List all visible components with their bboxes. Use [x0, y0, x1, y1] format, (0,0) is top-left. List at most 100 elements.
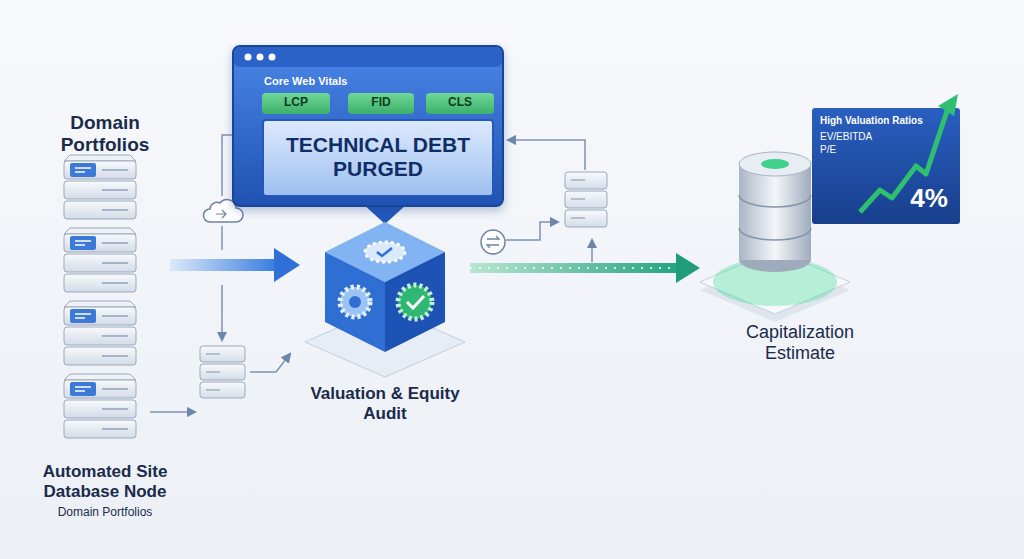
flow-arrow [170, 259, 274, 271]
server-stack-shape [70, 382, 96, 396]
server-stack-shape [40, 112, 170, 522]
server-stack-shape [64, 327, 136, 345]
server-stack-shape [64, 254, 136, 272]
server-stack-shape [102, 315, 128, 317]
server-small [206, 354, 220, 390]
server-stack-shape [70, 236, 96, 250]
server-stack-shape [102, 408, 128, 410]
browser-panel-shape [257, 54, 264, 61]
server-stack-shape [102, 189, 128, 191]
sync-icon [481, 230, 505, 254]
leader-lines [591, 240, 593, 262]
leader-lines [508, 140, 585, 170]
ratio-panel-shape [938, 94, 958, 116]
node-label: FID [348, 96, 414, 110]
audit-cube-shape [385, 252, 445, 352]
server-stack-shape [64, 234, 136, 252]
database-cylinder-shape [739, 164, 811, 260]
audit-cube-shape [377, 248, 392, 256]
server-stack-shape [75, 168, 91, 172]
sync-icon [487, 236, 499, 248]
server-stack-shape [64, 347, 136, 365]
sync-icon [481, 230, 505, 254]
server-stack-shape [102, 428, 128, 430]
leader-lines [506, 222, 558, 240]
browser-panel: Core Web VitalsLCP FID CLS TECHNICAL DEBT P… [232, 45, 504, 207]
server-stack-shape [102, 242, 128, 244]
node-label: Core Web Vitals [264, 75, 464, 88]
node-label: High Valuation Ratios [820, 115, 955, 127]
server-small [565, 172, 607, 227]
node-label: TECHNICAL DEBT PURGED [268, 133, 488, 181]
server-small [571, 180, 585, 218]
flow-arrow [470, 253, 700, 283]
server-stack-shape [64, 374, 136, 380]
node-label: Domain Portfolios [40, 112, 170, 156]
server-stack-shape [64, 380, 136, 398]
audit-cube-shape [340, 287, 370, 317]
audit-cube-shape [349, 296, 361, 308]
flow-arrow [274, 248, 300, 282]
server-stack: Domain PortfoliosAutomated Site Database… [40, 112, 170, 522]
node-label: P/E [820, 144, 920, 156]
server-stack-shape [70, 163, 96, 177]
server-stack-shape [75, 387, 91, 391]
server-stack-shape [64, 420, 136, 438]
audit-cube-shape [325, 252, 385, 352]
server-stack-shape [75, 241, 91, 245]
server-stack-shape [64, 274, 136, 292]
server-stack-shape [102, 282, 128, 284]
node-label: LCP [262, 96, 330, 110]
database-cylinder-shape [739, 152, 811, 176]
flow-arrow [170, 248, 300, 282]
server-stack-shape [75, 314, 91, 318]
node-label: Capitalization Estimate [720, 322, 880, 363]
server-stack-shape [64, 155, 136, 161]
browser-panel-shape [245, 54, 252, 61]
audit-cube-shape [407, 296, 424, 308]
database-cylinder-shape [761, 159, 789, 169]
server-stack-shape [64, 228, 136, 234]
metric-pill: FID [348, 93, 414, 114]
server-stack-shape [102, 169, 128, 171]
flow-arrow [676, 253, 700, 283]
node-label: Automated Site Database Node [30, 462, 180, 501]
browser-panel-shape [269, 54, 276, 61]
server-stack-shape [102, 209, 128, 211]
status-box: TECHNICAL DEBT PURGED [262, 119, 494, 197]
node-label: Valuation & Equity Audit [310, 384, 460, 423]
server-stack-shape [64, 181, 136, 199]
server-stack-shape [70, 309, 96, 323]
leader-lines [250, 354, 290, 372]
server-stack-shape [64, 400, 136, 418]
server-stack-shape [64, 161, 136, 179]
node-label: CLS [426, 96, 494, 110]
flow-arrow [470, 263, 676, 273]
server-stack-shape [102, 335, 128, 337]
leader-lines [221, 226, 223, 250]
flow-arrow [470, 267, 676, 269]
database-cylinder-shape [739, 195, 811, 240]
server-stack-shape [64, 201, 136, 219]
leader-lines [221, 285, 223, 340]
ratio-panel: High Valuation RatiosEV/EBITDAP/E 4% [812, 108, 960, 224]
node-label: EV/EBITDA [820, 131, 920, 143]
server-stack-shape [64, 301, 136, 307]
server-stack-shape [64, 307, 136, 325]
node-label: Domain Portfolios [40, 506, 170, 520]
server-stack-shape [102, 355, 128, 357]
server-stack-shape [102, 388, 128, 390]
audit-cube-shape [398, 285, 432, 319]
metric-pill: CLS [426, 93, 494, 114]
leader-lines [150, 411, 195, 413]
cloud-icon [216, 210, 226, 218]
node-label: 4% [900, 184, 958, 214]
metric-pill: LCP [262, 93, 330, 114]
browser-panel-shape [234, 47, 502, 67]
audit-cube-shape [365, 242, 405, 262]
callout-pointer [363, 204, 407, 224]
server-small [200, 346, 245, 398]
audit-cube: Valuation & Equity Audit [300, 222, 470, 432]
